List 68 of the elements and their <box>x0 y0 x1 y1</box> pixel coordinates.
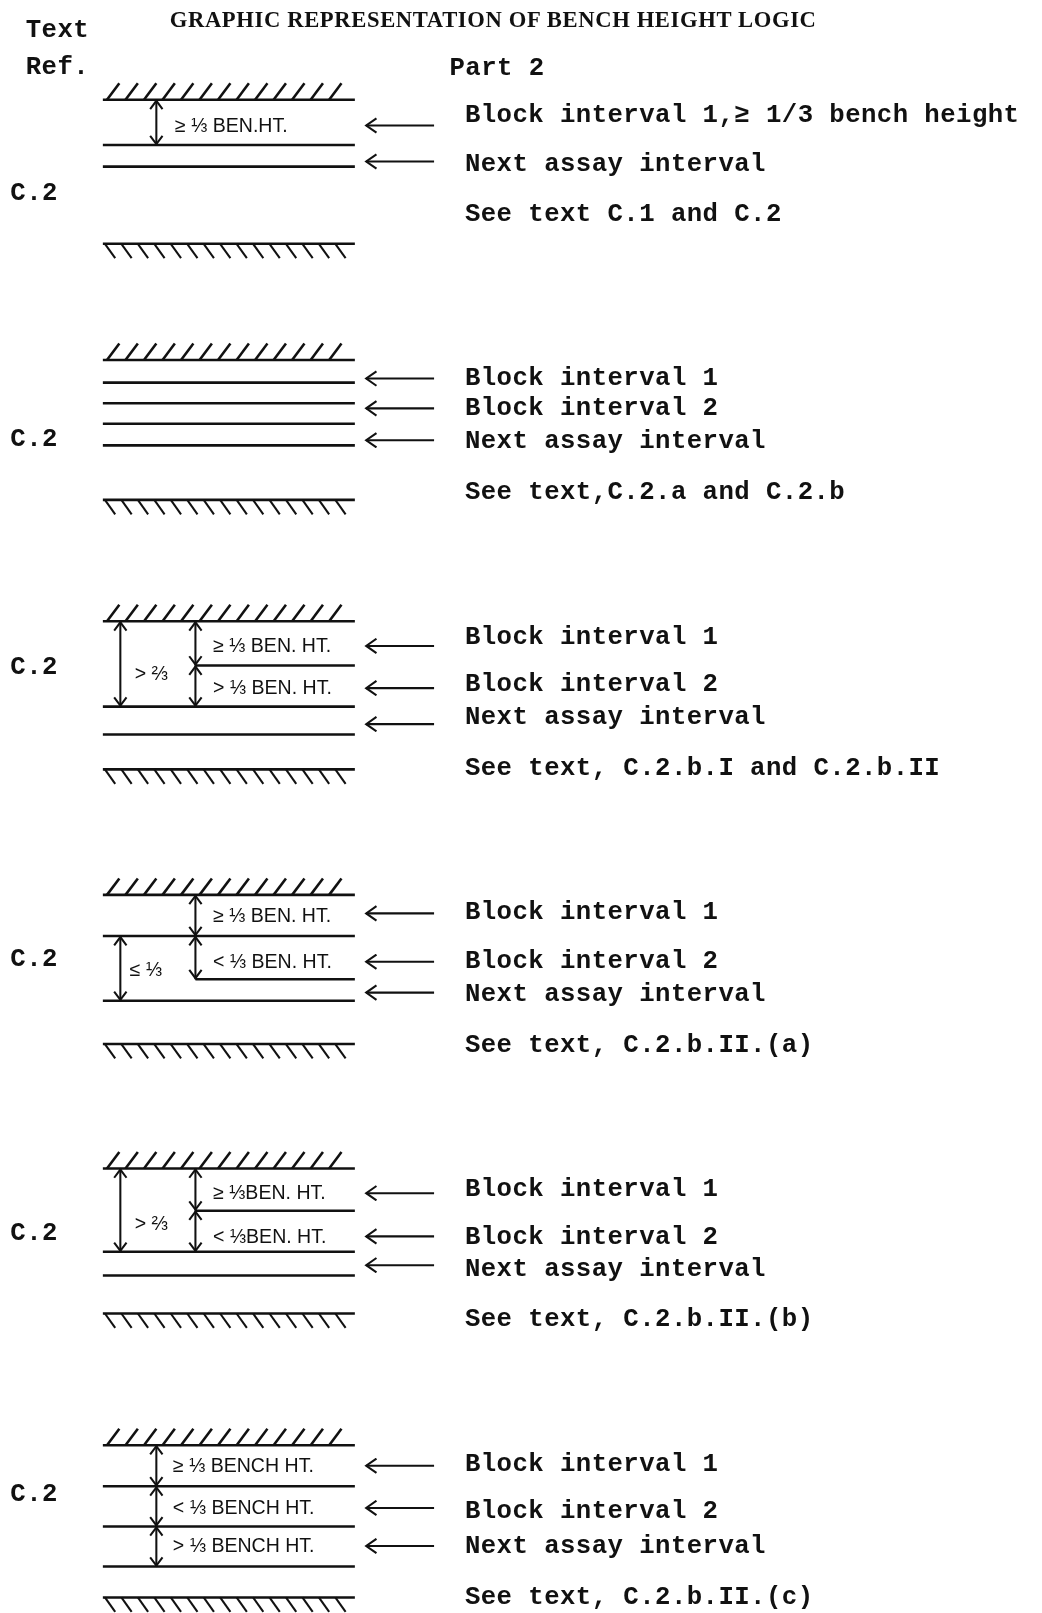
note: See text C.1 and C.2 <box>464 201 782 228</box>
text-reference: C.2 <box>10 946 58 973</box>
dimension-label: ≥ ⅓ BEN. HT. <box>212 905 332 925</box>
arrow <box>365 370 435 387</box>
interval-label: Block interval 2 <box>464 395 719 421</box>
interval-label: Block interval 1 <box>464 365 719 391</box>
arrow <box>365 432 435 449</box>
arrow <box>365 715 435 733</box>
part-heading: Part 2 <box>449 55 545 82</box>
arrow <box>365 1499 435 1517</box>
dimension-label: ≥ ⅓BEN. HT. <box>212 1182 326 1203</box>
title: GRAPHIC REPRESENTATION OF BENCH HEIGHT LOGIC <box>169 8 817 31</box>
bench-section-drawing <box>102 877 355 1060</box>
interval-label: Block interval 1 <box>464 1451 719 1478</box>
dimension-label: > ⅔ <box>134 663 168 683</box>
interval-label: Block interval 1,≥ 1/3 bench height <box>464 102 1020 129</box>
note: See text, C.2.b.II.(c) <box>464 1584 814 1610</box>
arrow <box>365 153 435 170</box>
note: See text, C.2.b.II.(b) <box>464 1306 814 1333</box>
column-heading: Text Ref. <box>25 14 90 85</box>
interval-label: Block interval 1 <box>464 1176 719 1203</box>
dimension-label: > ⅔ <box>134 1213 168 1234</box>
interval-label: Next assay interval <box>464 981 766 1007</box>
interval-label: Block interval 2 <box>464 948 719 975</box>
arrow <box>365 400 435 417</box>
arrow <box>365 984 435 1001</box>
interval-label: Block interval 2 <box>464 671 719 698</box>
interval-label: Next assay interval <box>464 428 766 455</box>
text-reference: C.2 <box>10 180 58 206</box>
interval-label: Next assay interval <box>464 151 766 177</box>
arrow <box>365 117 435 134</box>
text-reference: C.2 <box>10 654 58 680</box>
dimension-label: ≥ ⅓ BEN. HT. <box>212 635 332 656</box>
dimension-label: < ⅓ BEN. HT. <box>212 951 332 971</box>
bench-section-drawing <box>102 1427 355 1613</box>
arrow <box>365 637 435 655</box>
arrow <box>365 1256 435 1274</box>
arrow <box>365 1184 435 1202</box>
interval-label: Block interval 1 <box>464 899 719 925</box>
arrow <box>365 905 435 922</box>
dimension-label: ≥ ⅓ BEN.HT. <box>174 115 288 135</box>
interval-label: Next assay interval <box>464 1256 766 1283</box>
dimension-label: < ⅓ BENCH HT. <box>172 1497 315 1518</box>
arrow <box>365 1537 435 1555</box>
dimension-label: > ⅓ BEN. HT. <box>212 677 332 698</box>
bench-section-drawing <box>102 342 355 515</box>
bench-section-drawing <box>102 604 355 785</box>
interval-label: Block interval 2 <box>464 1224 719 1250</box>
arrow <box>365 679 435 697</box>
note: See text,C.2.a and C.2.b <box>464 479 846 506</box>
note: See text, C.2.b.I and C.2.b.II <box>464 755 941 781</box>
dimension-label: ≥ ⅓ BENCH HT. <box>172 1455 314 1475</box>
dimension-label: > ⅓ BENCH HT. <box>172 1535 315 1556</box>
arrow <box>365 953 435 970</box>
text-reference: C.2 <box>10 426 58 453</box>
interval-label: Block interval 2 <box>464 1498 719 1525</box>
arrow <box>365 1457 435 1474</box>
note: See text, C.2.b.II.(a) <box>464 1032 814 1059</box>
dimension-label: < ⅓BEN. HT. <box>212 1226 327 1246</box>
bench-section-drawing <box>102 1151 355 1329</box>
arrow <box>365 1228 435 1245</box>
bench-section-drawing <box>102 82 355 259</box>
text-reference: C.2 <box>10 1481 58 1507</box>
interval-label: Next assay interval <box>464 1533 766 1560</box>
interval-label: Next assay interval <box>464 704 766 731</box>
interval-label: Block interval 1 <box>464 624 719 651</box>
text-reference: C.2 <box>10 1220 58 1247</box>
dimension-label: ≤ ⅓ <box>129 959 163 980</box>
